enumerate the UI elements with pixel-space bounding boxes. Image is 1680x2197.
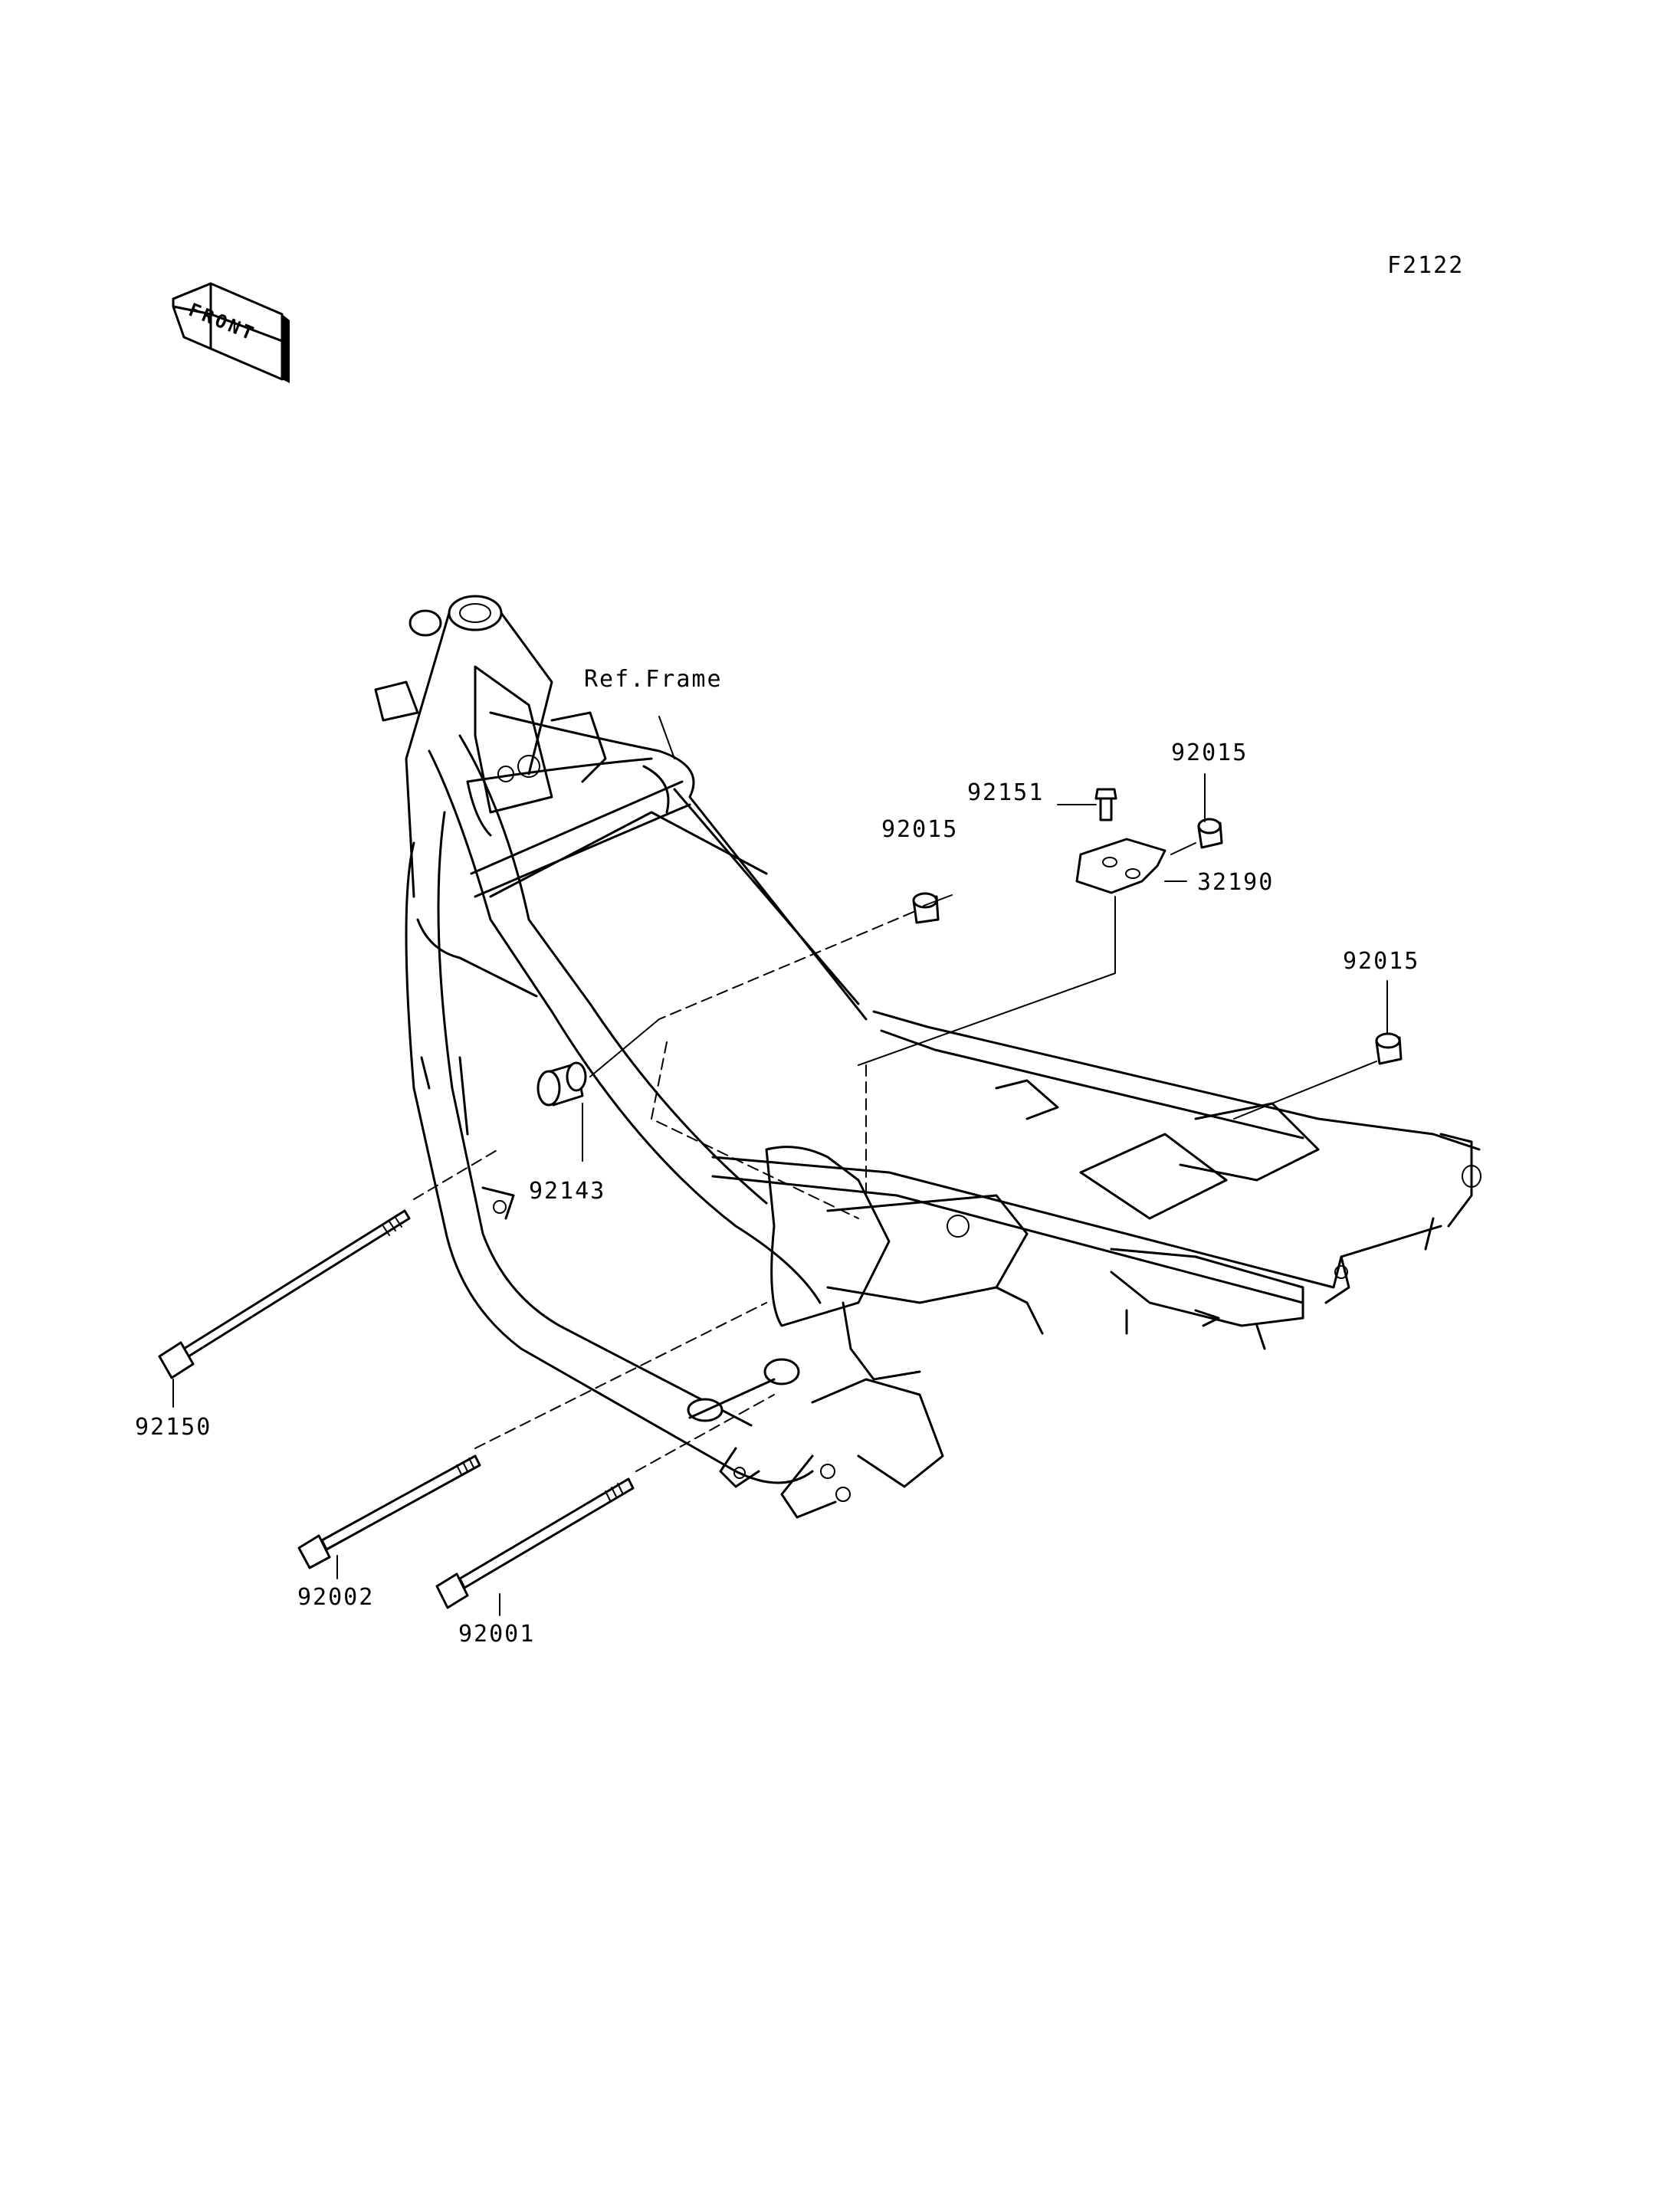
part-label-92002[interactable]: 92002 bbox=[297, 1584, 375, 1611]
front-arrow-icon bbox=[172, 282, 290, 383]
part-label-92015-right[interactable]: 92015 bbox=[1343, 948, 1420, 975]
part-label-92015-left[interactable]: 92015 bbox=[881, 816, 959, 843]
leader-lines bbox=[172, 716, 1388, 1616]
part-label-92151[interactable]: 92151 bbox=[967, 779, 1045, 806]
part-label-92150[interactable]: 92150 bbox=[135, 1414, 212, 1441]
part-label-92001[interactable]: 92001 bbox=[458, 1621, 536, 1648]
part-label-92015-top[interactable]: 92015 bbox=[1171, 739, 1249, 766]
part-label-32190[interactable]: 32190 bbox=[1197, 869, 1275, 896]
frame-outline bbox=[374, 595, 1481, 1519]
diagram-code: F2122 bbox=[1387, 252, 1465, 279]
reference-frame-label: Ref.Frame bbox=[584, 666, 723, 693]
part-label-92143[interactable]: 92143 bbox=[529, 1178, 606, 1205]
part-shapes bbox=[158, 788, 1403, 1609]
